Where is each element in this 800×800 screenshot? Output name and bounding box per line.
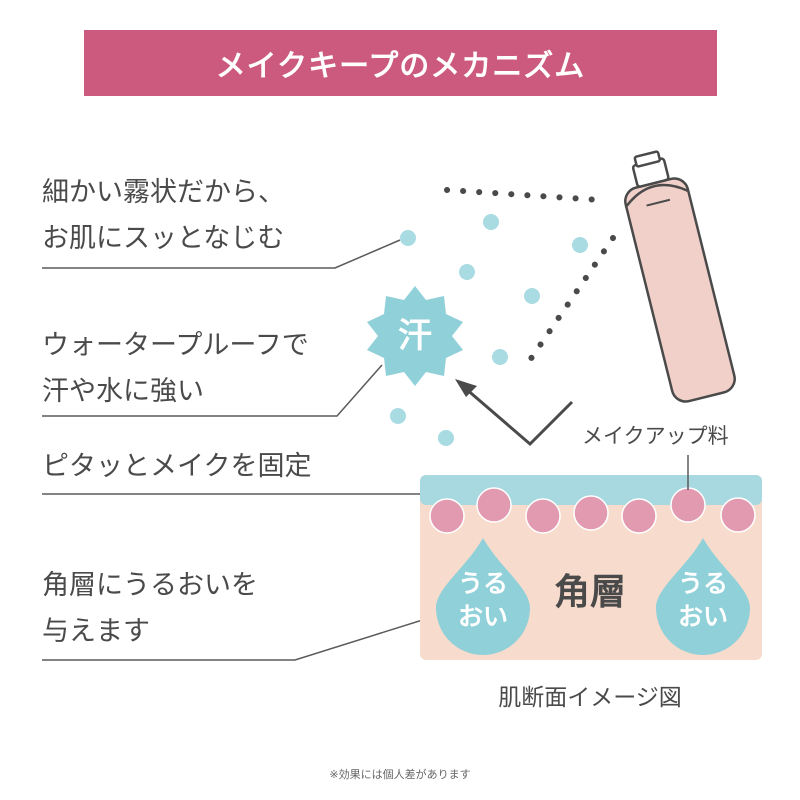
claim-mist-line1: 細かい霧状だから、 <box>42 177 285 208</box>
leader-line-moisture <box>42 611 449 661</box>
sweat-badge-shape <box>367 286 463 386</box>
page-title: メイクキープのメカニズム <box>215 49 586 84</box>
claim-mist-line2: お肌にスッとなじむ <box>42 223 285 254</box>
mist-dot <box>390 408 406 424</box>
makeup-particle <box>621 498 657 534</box>
stratum-label: 角層 <box>554 572 626 613</box>
diagram-caption: 肌断面イメージ図 <box>498 685 682 711</box>
mist-dot <box>524 288 540 304</box>
blocking-arrow-icon <box>455 379 574 447</box>
makeup-particle <box>476 487 512 523</box>
droplet-left-line1: うる <box>458 569 508 598</box>
claim-waterproof-line2: 汗や水に強い <box>42 376 204 407</box>
mist-dotted-line-top <box>444 187 603 203</box>
claim-moisture: 角層にうるおいを 与えます <box>42 563 258 655</box>
makeup-particle <box>720 497 756 533</box>
mist-dot <box>483 214 499 230</box>
makeup-label: メイクアップ料 <box>582 424 729 448</box>
claim-fix: ピタッとメイクを固定 <box>42 444 311 490</box>
mist-dot <box>572 237 588 253</box>
claim-fix-line1: ピタッとメイクを固定 <box>42 451 312 482</box>
droplet-right-line2: おい <box>678 602 728 631</box>
makeup-particle <box>573 495 609 531</box>
mist-dots <box>390 214 588 446</box>
footnote: ※効果には個人差があります <box>329 768 471 781</box>
makeup-particles <box>429 487 756 534</box>
skin-cross-section: うる おい うる おい 角層 <box>420 455 762 660</box>
sweat-label: 汗 <box>398 316 432 356</box>
claim-moisture-line1: 角層にうるおいを <box>42 570 258 601</box>
moisture-droplet-left: うる おい <box>436 538 530 655</box>
mist-dot <box>438 430 454 446</box>
claim-waterproof-line1: ウォータープルーフで <box>42 330 309 361</box>
mist-dot <box>459 264 475 280</box>
claim-moisture-line2: 与えます <box>42 616 150 647</box>
title-banner: メイクキープのメカニズム <box>84 30 717 96</box>
claim-mist: 細かい霧状だから、 お肌にスッとなじむ <box>42 170 285 262</box>
droplet-left-line2: おい <box>458 602 508 631</box>
makeup-particle <box>429 498 465 534</box>
makeup-particle <box>525 498 561 534</box>
spray-can-icon <box>624 150 736 403</box>
sweat-badge: 汗 <box>367 286 463 386</box>
mist-dotted-line-diagonal <box>527 235 616 363</box>
makeup-particle <box>670 487 706 523</box>
droplet-right-line1: うる <box>678 569 728 598</box>
mist-dot <box>400 230 416 246</box>
mist-dot <box>492 349 508 365</box>
claim-waterproof: ウォータープルーフで 汗や水に強い <box>42 323 309 415</box>
leader-line-waterproof <box>42 364 383 417</box>
moisture-droplet-right: うる おい <box>656 538 750 655</box>
leader-line-mist <box>42 239 401 269</box>
